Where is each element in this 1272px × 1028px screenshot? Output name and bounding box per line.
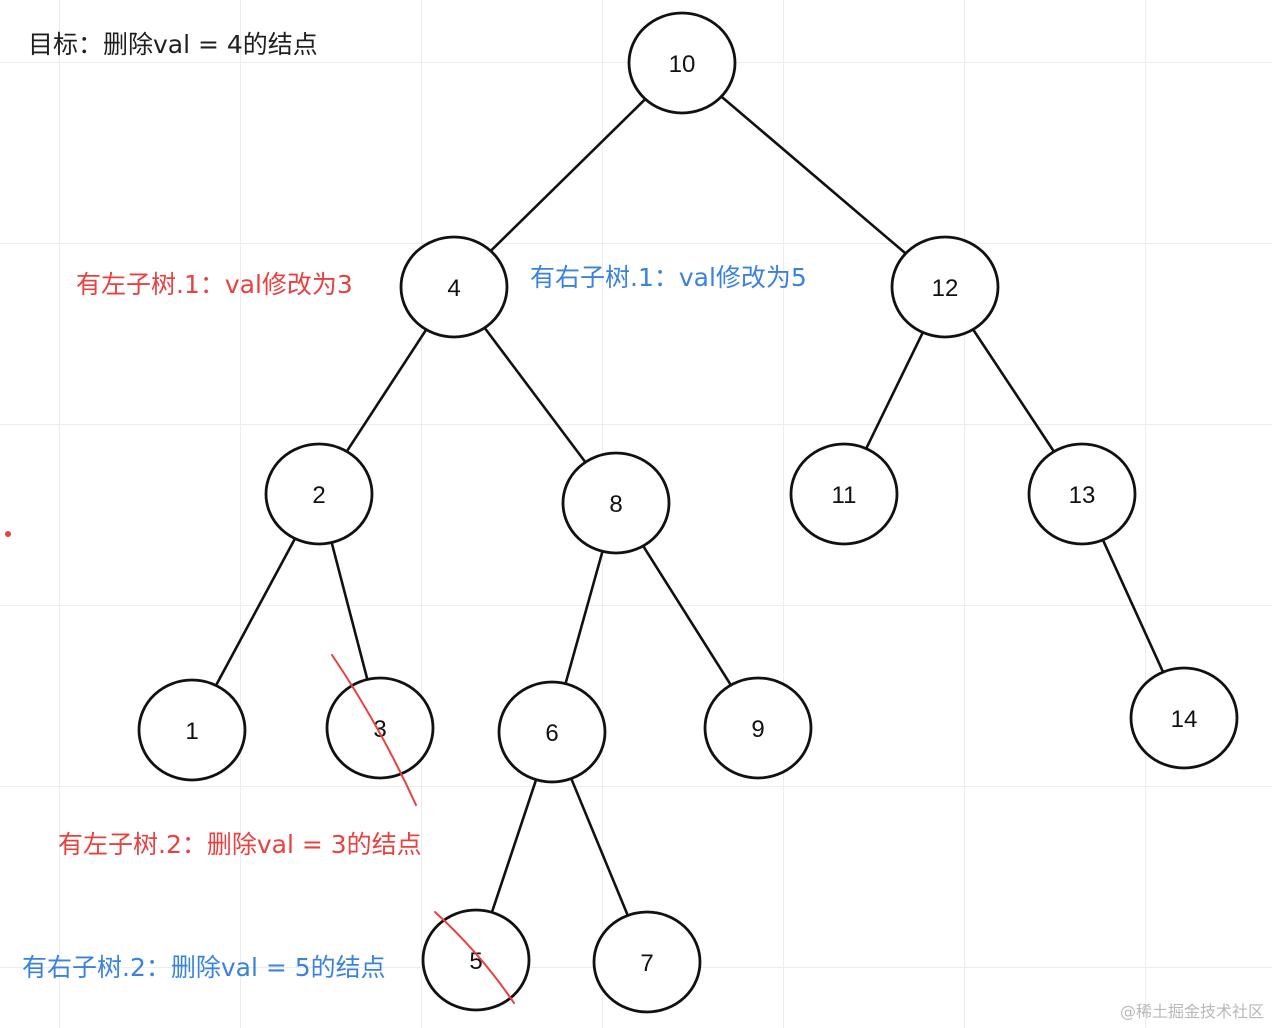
cross-out-mark-5 [434, 911, 515, 1004]
tree-node-6: 6 [497, 680, 607, 784]
node-label: 2 [312, 482, 325, 509]
node-label: 1 [185, 718, 198, 745]
tree-node-5: 5 [421, 908, 531, 1012]
node-circle [890, 235, 1000, 339]
node-circle [497, 680, 607, 784]
node-label: 8 [609, 491, 622, 518]
edge-n13-n14 [1102, 540, 1164, 672]
node-circle [789, 442, 899, 546]
node-label: 9 [751, 716, 764, 743]
edge-n10-n12 [720, 95, 907, 255]
edge-n4-n8 [483, 327, 587, 463]
node-circle [561, 451, 671, 555]
node-label: 13 [1069, 482, 1096, 509]
node-circle [399, 235, 509, 339]
edge-n12-n13 [972, 329, 1055, 452]
node-label: 3 [373, 716, 386, 743]
tree-node-8: 8 [561, 451, 671, 555]
node-circle [703, 676, 813, 780]
tree-node-13: 13 [1027, 442, 1137, 546]
tree-node-2: 2 [264, 442, 374, 546]
edge-n2-n1 [215, 538, 296, 686]
node-circle [1027, 442, 1137, 546]
node-circle [137, 678, 247, 782]
right-subtree-step-2: 有右子树.2：删除val = 5的结点 [22, 953, 386, 982]
node-circle [1129, 666, 1239, 770]
deletion-marks [331, 654, 515, 1004]
node-label: 4 [447, 275, 460, 302]
node-circle [627, 11, 737, 115]
cross-out-mark-3 [331, 654, 417, 806]
edge-n4-n2 [346, 329, 427, 452]
edge-n8-n9 [642, 545, 732, 686]
tree-node-10: 10 [627, 11, 737, 115]
node-label: 5 [469, 948, 482, 975]
left-subtree-step-1: 有左子树.1：val修改为3 [76, 270, 353, 299]
tree-node-9: 9 [703, 676, 813, 780]
node-circle [264, 442, 374, 546]
tree-node-14: 14 [1129, 666, 1239, 770]
edge-n2-n3 [330, 543, 369, 679]
node-circle [325, 676, 435, 780]
edge-n8-n6 [564, 551, 604, 684]
stray-red-dot [5, 531, 11, 537]
tree-node-11: 11 [789, 442, 899, 546]
tree-node-1: 1 [137, 678, 247, 782]
watermark: @稀土掘金技术社区 [1119, 1002, 1264, 1021]
tree-node-12: 12 [890, 235, 1000, 339]
goal-annotation: 目标：删除val = 4的结点 [28, 30, 318, 59]
tree-node-3: 3 [325, 676, 435, 780]
edge-n10-n4 [489, 98, 647, 252]
left-subtree-step-2: 有左子树.2：删除val = 3的结点 [58, 830, 422, 859]
node-label: 11 [832, 482, 857, 509]
edge-n12-n11 [865, 332, 924, 449]
tree-node-4: 4 [399, 235, 509, 339]
node-circle [421, 908, 531, 1012]
node-circle [592, 910, 702, 1014]
tree-edges [215, 95, 1164, 916]
edge-n6-n7 [570, 778, 629, 916]
node-label: 10 [669, 51, 696, 78]
node-label: 12 [932, 275, 959, 302]
node-label: 6 [545, 720, 558, 747]
node-label: 14 [1171, 706, 1198, 733]
tree-node-7: 7 [592, 910, 702, 1014]
node-label: 7 [640, 950, 653, 977]
edge-n6-n5 [491, 780, 537, 912]
right-subtree-step-1: 有右子树.1：val修改为5 [530, 263, 807, 292]
